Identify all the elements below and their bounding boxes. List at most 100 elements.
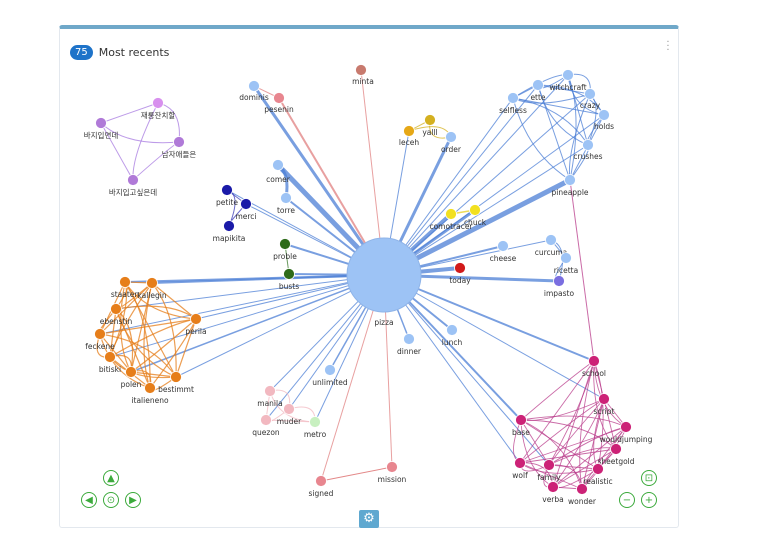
settings-gear-icon[interactable]: ⚙ xyxy=(359,510,379,528)
node-label-o1: staaten xyxy=(111,290,140,299)
node-signed[interactable] xyxy=(315,475,327,487)
node-ette[interactable] xyxy=(532,79,544,91)
node-label-ricetta: ricetta xyxy=(554,266,578,275)
hub-node-pizza[interactable] xyxy=(346,237,422,313)
node-realistic[interactable] xyxy=(592,463,604,475)
node-dominis[interactable] xyxy=(248,80,260,92)
node-mapikita[interactable] xyxy=(223,220,235,232)
node-wolf[interactable] xyxy=(514,457,526,469)
edge-base-wolf xyxy=(513,419,522,464)
node-wouldjump[interactable] xyxy=(620,421,632,433)
node-quezon[interactable] xyxy=(260,414,272,426)
node-busts[interactable] xyxy=(283,268,295,280)
node-k1[interactable] xyxy=(152,97,164,109)
node-label-realistic: realistic xyxy=(583,477,612,486)
node-crazy[interactable] xyxy=(584,88,596,100)
node-label-chuck: chuck xyxy=(464,218,487,227)
node-unlimited[interactable] xyxy=(324,364,336,376)
node-verba[interactable] xyxy=(547,481,559,493)
edge-k1-k3 xyxy=(157,102,180,143)
node-o9[interactable] xyxy=(144,382,156,394)
node-label-wolf: wolf xyxy=(512,471,528,480)
node-leceh[interactable] xyxy=(403,125,415,137)
node-o3[interactable] xyxy=(110,303,122,315)
pan-up-button[interactable]: ▲ xyxy=(103,470,119,486)
node-curcuma[interactable] xyxy=(545,234,557,246)
edge-o2-o9 xyxy=(143,282,153,389)
pan-right-button[interactable]: ▶ xyxy=(125,492,141,508)
edge-k2-k3 xyxy=(100,122,180,144)
node-petite[interactable] xyxy=(221,184,233,196)
node-k3[interactable] xyxy=(173,136,185,148)
recenter-button[interactable]: ⊙ xyxy=(103,492,119,508)
node-label-script: script xyxy=(594,407,615,416)
node-cheese[interactable] xyxy=(497,240,509,252)
zoom-out-button[interactable]: − xyxy=(619,492,635,508)
node-o5[interactable] xyxy=(94,328,106,340)
node-label-selfless: selfless xyxy=(499,106,527,115)
node-base[interactable] xyxy=(515,414,527,426)
node-metro[interactable] xyxy=(309,416,321,428)
node-minta[interactable] xyxy=(355,64,367,76)
node-merci[interactable] xyxy=(240,198,252,210)
node-proble[interactable] xyxy=(279,238,291,250)
node-muder[interactable] xyxy=(283,403,295,415)
edge-o4-o5 xyxy=(99,318,197,335)
node-label-family: family xyxy=(537,473,561,482)
node-label-school: school xyxy=(582,369,606,378)
node-o7[interactable] xyxy=(125,366,137,378)
node-script[interactable] xyxy=(598,393,610,405)
node-impasto[interactable] xyxy=(553,275,565,287)
node-mission[interactable] xyxy=(386,461,398,473)
node-label-minta: minta xyxy=(352,77,374,86)
node-label-k4: 바지입고싶은데 xyxy=(109,187,157,197)
node-manila[interactable] xyxy=(264,385,276,397)
node-label-today: today xyxy=(449,276,471,285)
node-label-verba: verba xyxy=(542,495,564,504)
node-label-pesenin: pesenin xyxy=(264,105,294,114)
node-o2[interactable] xyxy=(146,277,158,289)
node-ricetta[interactable] xyxy=(560,252,572,264)
edge-selfless-crushes xyxy=(512,97,589,146)
node-k4[interactable] xyxy=(127,174,139,186)
node-crushes[interactable] xyxy=(582,139,594,151)
node-o8[interactable] xyxy=(170,371,182,383)
node-comotracer[interactable] xyxy=(445,208,457,220)
node-comer[interactable] xyxy=(272,159,284,171)
node-o4[interactable] xyxy=(190,313,202,325)
node-witchcraft[interactable] xyxy=(562,69,574,81)
node-today[interactable] xyxy=(454,262,466,274)
zoom-fit-button[interactable]: ⊡ xyxy=(641,470,657,486)
node-order[interactable] xyxy=(445,131,457,143)
more-options-icon[interactable]: ··· xyxy=(666,37,670,56)
node-pineapple[interactable] xyxy=(564,174,576,186)
node-torre[interactable] xyxy=(280,192,292,204)
node-wonder[interactable] xyxy=(576,483,588,495)
node-label-torre: torre xyxy=(277,206,295,215)
edge-hub-o5 xyxy=(99,274,385,335)
node-lunch[interactable] xyxy=(446,324,458,336)
node-o1[interactable] xyxy=(119,276,131,288)
node-label-lunch: lunch xyxy=(442,338,463,347)
node-school[interactable] xyxy=(588,355,600,367)
node-pesenin[interactable] xyxy=(273,92,285,104)
edge-o5-o9 xyxy=(99,333,151,389)
node-sheetgold[interactable] xyxy=(610,443,622,455)
zoom-in-button[interactable]: + xyxy=(641,492,657,508)
panel-header: 75 Most recents xyxy=(70,43,169,61)
node-chuck[interactable] xyxy=(469,204,481,216)
node-label-k3: 남자애들은 xyxy=(162,150,197,159)
node-dinner[interactable] xyxy=(403,333,415,345)
edge-base-realistic xyxy=(520,419,599,470)
node-k2[interactable] xyxy=(95,117,107,129)
node-selfless[interactable] xyxy=(507,92,519,104)
node-label-crazy: crazy xyxy=(580,101,601,110)
node-family[interactable] xyxy=(543,459,555,471)
node-holds[interactable] xyxy=(598,109,610,121)
node-o6[interactable] xyxy=(104,351,116,363)
pan-left-button[interactable]: ◀ xyxy=(81,492,97,508)
edge-o3-o9 xyxy=(115,308,151,389)
edge-wolf-realistic xyxy=(519,462,599,474)
node-yalll[interactable] xyxy=(424,114,436,126)
